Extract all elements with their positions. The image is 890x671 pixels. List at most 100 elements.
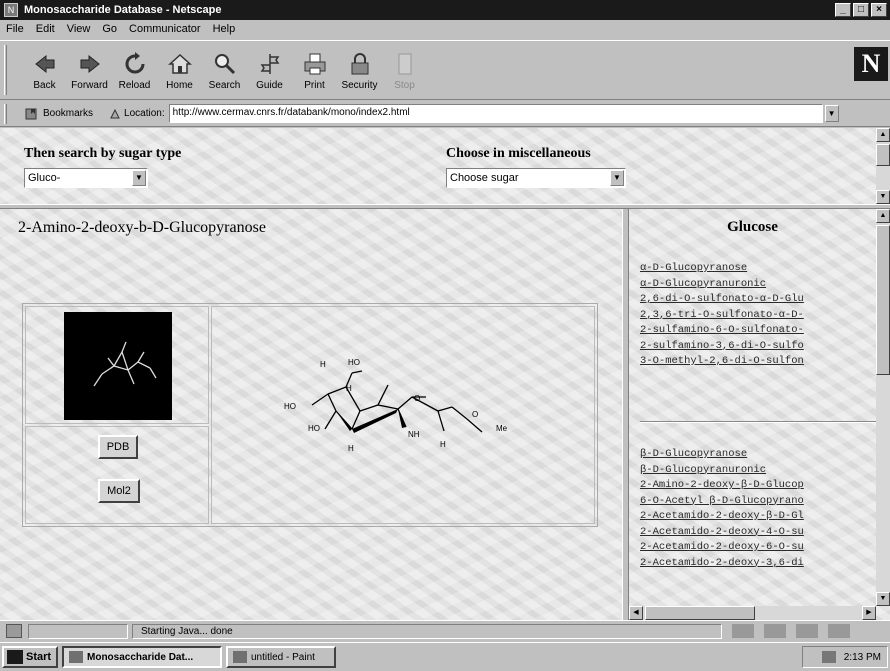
location-grip[interactable] — [4, 103, 7, 124]
clock[interactable]: 2:13 PM — [843, 651, 881, 663]
sidebar-vertical-scrollbar[interactable]: ▲ ▼ — [876, 209, 890, 606]
print-label: Print — [304, 80, 325, 91]
sugar-link[interactable]: 2-sulfamino-6-O-sulfonato- — [640, 324, 804, 336]
sidebar-horizontal-scrollbar[interactable]: ◀ ▶ — [629, 606, 876, 620]
navigation-toolbar: Back Forward Reload Home Search Guide Pr… — [0, 40, 890, 100]
security-status-icon[interactable] — [6, 624, 22, 638]
mol2-button[interactable]: Mol2 — [98, 479, 140, 503]
forward-button[interactable]: Forward — [67, 45, 112, 95]
menu-communicator[interactable]: Communicator — [129, 23, 201, 35]
frame-divider-horizontal[interactable] — [0, 204, 890, 209]
toolbar-grip[interactable] — [4, 45, 7, 95]
bookmark-icon — [25, 108, 37, 119]
chevron-down-icon[interactable]: ▼ — [132, 170, 146, 186]
security-label: Security — [341, 80, 378, 91]
search-frame-scrollbar[interactable]: ▲ ▼ — [876, 128, 890, 204]
sugar-type-select[interactable]: Gluco- ▼ — [24, 168, 148, 188]
pdb-button[interactable]: PDB — [98, 435, 138, 459]
bookmarks-button[interactable]: Bookmarks — [25, 108, 93, 120]
maximize-button[interactable]: □ — [853, 3, 869, 17]
sugar-link[interactable]: α-D-Glucopyranuronic — [640, 277, 767, 290]
window-title: Monosaccharide Database - Netscape — [24, 4, 222, 16]
struct-h-bottom-left: H — [348, 444, 354, 453]
scroll-down-icon[interactable]: ▼ — [876, 592, 890, 606]
start-button[interactable]: Start — [2, 646, 58, 668]
discussion-component-icon[interactable] — [796, 624, 818, 638]
struct-h-bottom-right: H — [440, 440, 446, 449]
sugar-link[interactable]: α-D-Glucopyranose — [640, 262, 748, 274]
struct-h-top-right: H — [346, 384, 352, 393]
scroll-right-icon[interactable]: ▶ — [862, 606, 876, 620]
scroll-thumb[interactable] — [645, 606, 755, 620]
sugar-link[interactable]: 2,6-di-O-sulfonato-α-D-Glu — [640, 293, 804, 305]
menu-file[interactable]: File — [6, 23, 24, 35]
guide-button[interactable]: Guide — [247, 45, 292, 95]
menu-edit[interactable]: Edit — [35, 23, 55, 35]
netscape-app-icon[interactable]: N — [4, 3, 18, 17]
location-url-input[interactable]: http://www.cermav.cnrs.fr/databank/mono/… — [168, 104, 823, 123]
forward-label: Forward — [71, 80, 108, 91]
reload-button[interactable]: Reload — [112, 45, 157, 95]
netscape-logo[interactable]: N — [854, 47, 888, 81]
scroll-thumb[interactable] — [876, 144, 890, 166]
composer-component-icon[interactable] — [828, 624, 850, 638]
tray-network-icon[interactable] — [821, 651, 836, 663]
security-button[interactable]: Security — [337, 45, 382, 95]
sugar-link[interactable]: 2-Acetamido-2-deoxy-3,6-di — [640, 556, 804, 569]
location-dropdown-button[interactable]: ▼ — [824, 105, 839, 122]
sugar-link[interactable]: β-D-Glucopyranose — [640, 448, 748, 460]
location-label: Location: — [109, 108, 165, 120]
frame-divider-vertical[interactable] — [622, 209, 629, 620]
page-title: 2-Amino-2-deoxy-b-D-Glucopyranose — [18, 219, 266, 236]
guide-label: Guide — [256, 80, 283, 91]
misc-sugar-select[interactable]: Choose sugar ▼ — [446, 168, 626, 188]
chevron-down-icon[interactable]: ▼ — [610, 170, 624, 186]
page-proxy-icon[interactable] — [109, 108, 121, 120]
taskbar-item-paint[interactable]: untitled - Paint — [226, 646, 336, 668]
back-button[interactable]: Back — [22, 45, 67, 95]
molecule-3d-image — [93, 341, 157, 387]
menu-view[interactable]: View — [66, 23, 91, 35]
beta-link-list: β-D-Glucopyranose β-D-Glucopyranuronic 2… — [640, 447, 876, 589]
structure-cell: H HO H HO O HO NH O Me H H — [211, 306, 595, 524]
mail-component-icon[interactable] — [764, 624, 786, 638]
taskbar-item-netscape[interactable]: Monosaccharide Dat... — [62, 646, 222, 668]
print-button[interactable]: Print — [292, 45, 337, 95]
scroll-left-icon[interactable]: ◀ — [629, 606, 643, 620]
sugar-link[interactable]: 2-Acetamido-2-deoxy-4-O-su — [640, 525, 804, 538]
sugar-link[interactable]: β-D-Glucopyranuronic — [640, 463, 767, 476]
scroll-down-icon[interactable]: ▼ — [876, 190, 890, 204]
misc-label: Choose in miscellaneous — [446, 146, 591, 161]
sugar-link[interactable]: 2-sulfamino-3,6-di-O-sulfo — [640, 339, 804, 352]
sidebar-divider — [640, 421, 876, 423]
sugar-link[interactable]: 2-Amino-2-deoxy-β-D-Glucop — [640, 479, 804, 491]
chevron-down-icon: ▼ — [827, 109, 836, 118]
home-icon — [167, 53, 192, 74]
minimize-button[interactable]: _ — [835, 3, 851, 17]
search-button[interactable]: Search — [202, 45, 247, 95]
sugar-link[interactable]: 6-O-Acetyl β-D-Glucopyrano — [640, 494, 804, 507]
search-frame: Then search by sugar type Gluco- ▼ Choos… — [0, 128, 876, 204]
home-button[interactable]: Home — [157, 45, 202, 95]
menu-help[interactable]: Help — [212, 23, 236, 35]
guide-icon — [260, 54, 279, 74]
system-tray: 2:13 PM — [802, 646, 888, 668]
sugar-link[interactable]: 2-Acetamido-2-deoxy-β-D-Gl — [640, 510, 804, 522]
forward-arrow-icon — [80, 54, 100, 74]
sugar-link[interactable]: 3-O-methyl-2,6-di-O-sulfon — [640, 355, 804, 367]
search-icon — [214, 54, 235, 75]
scroll-thumb[interactable] — [876, 225, 890, 375]
reload-icon — [125, 52, 144, 74]
menu-go[interactable]: Go — [102, 23, 118, 35]
molecule-3d-thumbnail[interactable] — [64, 312, 172, 420]
close-button[interactable]: × — [871, 3, 887, 17]
status-bar: Starting Java... done — [0, 620, 890, 641]
scroll-up-icon[interactable]: ▲ — [876, 209, 890, 223]
back-arrow-icon — [34, 54, 54, 74]
navigator-component-icon[interactable] — [732, 624, 754, 638]
sugar-link[interactable]: 2-Acetamido-2-deoxy-6-O-su — [640, 541, 804, 553]
misc-sugar-value: Choose sugar — [450, 172, 519, 184]
stop-button[interactable]: Stop — [382, 45, 427, 95]
sugar-link[interactable]: 2,3,6-tri-O-sulfonato-α-D- — [640, 308, 804, 321]
scroll-up-icon[interactable]: ▲ — [876, 128, 890, 142]
